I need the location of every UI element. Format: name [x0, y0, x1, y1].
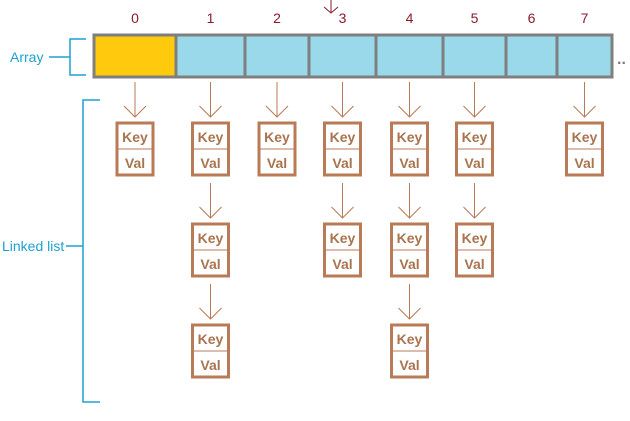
arrow-down-icon [463, 183, 486, 219]
node-val: Val [464, 256, 484, 272]
arrow-down-icon [398, 284, 421, 320]
arrow-down-icon [331, 183, 354, 219]
array-index-label: 1 [207, 10, 215, 26]
arrow-down-icon [199, 82, 222, 118]
linked-list-bracket [66, 99, 100, 403]
node-val: Val [399, 256, 419, 272]
array-cell-2 [243, 33, 311, 79]
arrow-down-icon [463, 82, 486, 118]
array-cell-4 [374, 33, 445, 79]
node-key: Key [397, 230, 423, 246]
node-val: Val [267, 155, 287, 171]
array-cell-7 [555, 33, 614, 79]
linked-lists: KeyValKeyValKeyValKeyValKeyValKeyValKeyV… [115, 82, 604, 379]
node-val: Val [200, 155, 220, 171]
arrow-down-icon [331, 82, 354, 118]
node-key: Key [572, 129, 598, 145]
node-key: Key [198, 129, 224, 145]
node-val: Val [332, 155, 352, 171]
array-index-label: 0 [131, 10, 139, 26]
array-cell-6 [504, 33, 559, 79]
node-key: Key [198, 331, 224, 347]
array-cell-1 [174, 33, 247, 79]
arrow-down-icon [265, 82, 289, 118]
array-index-label: 4 [406, 10, 414, 26]
arrow-down-icon [199, 284, 222, 320]
node-val: Val [574, 155, 594, 171]
node-val: Val [399, 155, 419, 171]
array [92, 33, 614, 79]
node-val: Val [464, 155, 484, 171]
arrow-down-icon [123, 82, 147, 118]
array-cell-5 [441, 33, 508, 79]
arrow-down-icon [398, 82, 421, 118]
array-cell-0 [92, 33, 178, 79]
node-key: Key [122, 129, 148, 145]
node-key: Key [397, 129, 423, 145]
more-ellipsis: .. [617, 51, 626, 68]
node-key: Key [462, 129, 488, 145]
arrow-down-icon [199, 183, 222, 219]
linked-list-label: Linked list [2, 238, 64, 254]
array-label: Array [10, 49, 43, 65]
node-val: Val [125, 155, 145, 171]
node-key: Key [330, 230, 356, 246]
array-index-label: 6 [528, 10, 536, 26]
arrow-down-icon [398, 183, 421, 219]
node-val: Val [332, 256, 352, 272]
array-index-label: 7 [581, 10, 589, 26]
array-cell-3 [307, 33, 378, 79]
array-index-label: 2 [273, 10, 281, 26]
node-key: Key [198, 230, 224, 246]
top-arrow-icon [323, 0, 339, 14]
node-key: Key [264, 129, 290, 145]
node-key: Key [397, 331, 423, 347]
array-indices: 0 1 2 3 4 5 6 7 [131, 10, 589, 26]
array-index-label: 3 [339, 10, 347, 26]
node-key: Key [462, 230, 488, 246]
node-val: Val [200, 357, 220, 373]
array-bracket [49, 38, 86, 76]
node-key: Key [330, 129, 356, 145]
node-val: Val [399, 357, 419, 373]
node-val: Val [200, 256, 220, 272]
array-index-label: 5 [471, 10, 479, 26]
arrow-down-icon [573, 82, 596, 118]
